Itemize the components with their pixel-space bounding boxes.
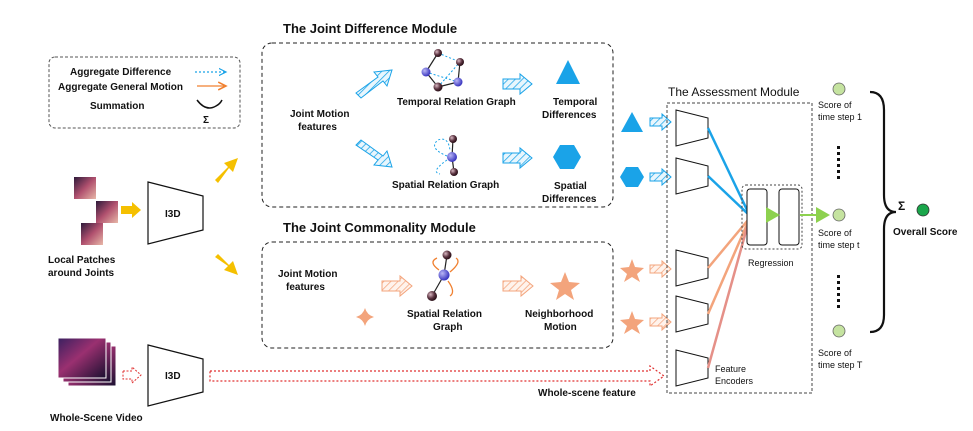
spatial-relation-graph-icon (434, 135, 458, 176)
hatched-arrow-icon (649, 259, 672, 279)
legend-sigma: Σ (203, 115, 209, 126)
i3d-encoder-top: I3D (147, 181, 204, 245)
patch-image (96, 201, 118, 223)
score-node (832, 208, 846, 222)
overall-score-label: Overall Score (893, 227, 958, 238)
score-node (832, 82, 846, 96)
diff-joint-motion-2: features (298, 122, 337, 133)
score-stept-1: Score of (818, 228, 852, 238)
local-patches: Local Patches around Joints (48, 177, 141, 279)
commonality-module-title: The Joint Commonality Module (283, 220, 476, 235)
diff-joint-motion-1: Joint Motion (290, 109, 349, 120)
hatched-arrow-icon (355, 139, 393, 168)
comm-spatial-graph-2: Graph (433, 322, 462, 333)
orange-connection (707, 219, 749, 269)
star-icon (550, 272, 580, 300)
video-frame-image (57, 337, 107, 379)
triangle-icon (556, 60, 580, 84)
pink-connection (706, 223, 750, 369)
hexagon-icon (553, 145, 581, 169)
assessment-module-title: The Assessment Module (668, 85, 800, 99)
hatched-arrow-icon (355, 69, 393, 99)
score-stept-2: time step t (818, 240, 860, 250)
patch-image (81, 223, 103, 245)
joint-commonality-module: The Joint Commonality Module Joint Motio… (261, 220, 614, 349)
score-stepT-2: time step T (818, 360, 863, 370)
overall-score-node (916, 203, 930, 217)
hatched-arrow-icon (649, 312, 672, 332)
summation-brace-icon (869, 90, 897, 334)
svg-text:I3D: I3D (165, 371, 181, 382)
whole-scene-input: Whole-Scene Video (50, 337, 143, 424)
star-icon (620, 311, 644, 334)
local-patches-label-2: around Joints (48, 268, 115, 279)
legend: Aggregate Difference Aggregate General M… (48, 56, 241, 129)
hatched-arrow-icon (502, 72, 533, 96)
comm-joint-motion-2: features (286, 282, 325, 293)
score-step1-1: Score of (818, 100, 852, 110)
hatched-arrow-icon (381, 274, 413, 298)
score-node (832, 324, 846, 338)
star-icon (356, 308, 374, 326)
feature-encoder (675, 349, 709, 387)
legend-summation: Summation (90, 101, 144, 112)
whole-scene-video-label: Whole-Scene Video (50, 413, 143, 424)
difference-module-title: The Joint Difference Module (283, 21, 457, 36)
temporal-differences-2: Differences (542, 110, 597, 121)
feature-encoder (675, 295, 709, 333)
neighborhood-motion-2: Motion (544, 322, 577, 333)
whole-scene-feature-label: Whole-scene feature (538, 388, 636, 399)
spatial-differences-1: Spatial (554, 181, 587, 192)
neighborhood-motion-1: Neighborhood (525, 309, 593, 320)
score-step1-2: time step 1 (818, 112, 862, 122)
svg-text:I3D: I3D (165, 209, 181, 220)
feature-encoders-1: Feature (715, 364, 746, 374)
blue-connection (706, 127, 750, 213)
legend-brace-icon (196, 99, 223, 109)
vertical-ellipsis-icon (837, 275, 840, 308)
whole-scene-feature-arrow: Whole-scene feature (209, 364, 666, 399)
feature-encoders-2: Encoders (715, 376, 754, 386)
dotted-arrow-icon (122, 365, 142, 385)
i3d-encoder-bottom: I3D (147, 344, 204, 407)
orange-connection (706, 221, 750, 315)
patch-image (74, 177, 96, 199)
hatched-arrow-icon (502, 274, 534, 298)
assessment-module: The Assessment Module Regression Feature… (666, 85, 830, 394)
score-stepT-1: Score of (818, 348, 852, 358)
hatched-arrow-icon (502, 146, 533, 170)
spatial-relation-graph-label: Spatial Relation Graph (392, 180, 499, 191)
star-icon (620, 259, 644, 282)
scores-column: Score of time step 1 Score of time step … (818, 82, 958, 370)
feature-encoder (675, 249, 709, 287)
hatched-arrow-icon (649, 112, 672, 132)
triangle-icon (621, 112, 643, 132)
blue-connection (707, 175, 749, 215)
comm-joint-motion-1: Joint Motion (278, 269, 337, 280)
regression-label: Regression (748, 258, 794, 268)
legend-aggregate-difference: Aggregate Difference (70, 67, 172, 78)
hatched-arrow-icon (649, 167, 672, 187)
overall-sigma: Σ (898, 199, 905, 213)
temporal-differences-1: Temporal (553, 97, 597, 108)
joint-difference-module: The Joint Difference Module Joint Motion… (261, 21, 614, 208)
commonality-graph-icon (427, 250, 459, 301)
yellow-arrow-icon (121, 202, 141, 218)
spatial-differences-2: Differences (542, 194, 597, 205)
hexagon-icon (620, 167, 644, 187)
yellow-arrow-down-icon (215, 254, 238, 275)
feature-encoder (675, 157, 709, 195)
feature-encoder (675, 109, 709, 147)
temporal-relation-graph-icon (421, 49, 464, 92)
temporal-relation-graph-label: Temporal Relation Graph (397, 97, 516, 108)
yellow-arrow-up-icon (215, 158, 238, 183)
local-patches-label-1: Local Patches (48, 255, 116, 266)
legend-aggregate-general-motion: Aggregate General Motion (58, 82, 183, 93)
vertical-ellipsis-icon (837, 146, 840, 179)
comm-spatial-graph-1: Spatial Relation (407, 309, 482, 320)
